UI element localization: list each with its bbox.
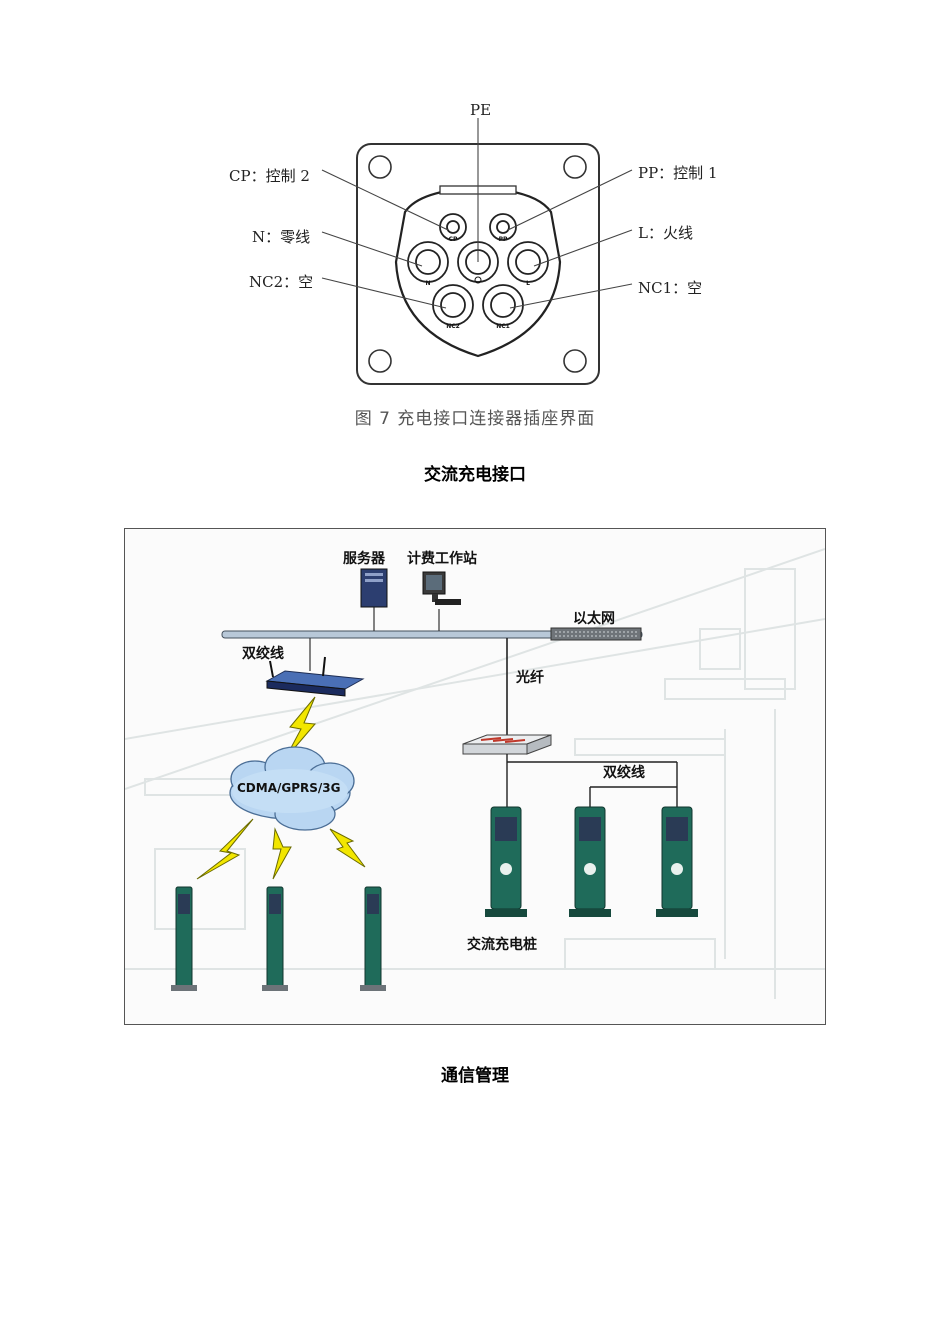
charging-pile-wireless — [171, 886, 197, 991]
figure-caption: 图 7 充电接口连接器插座界面 — [354, 409, 596, 429]
label-ethernet: 以太网 — [573, 611, 615, 627]
mount-hole — [563, 155, 587, 179]
label-fiber: 光纤 — [516, 670, 544, 686]
charging-pile-wired — [656, 806, 698, 917]
section-title-communication: 通信管理 — [441, 1066, 509, 1086]
label-cp: CP：控制 2 — [229, 167, 310, 185]
pin-mark-nc1: NC1 — [496, 323, 510, 330]
wireless-bolts — [196, 696, 366, 880]
connector-figure: CP PP N L NC2 NC1 PE CP：控制 2 PP：控制 1 N：零… — [0, 0, 950, 440]
twisted-pair-bus-right — [506, 754, 678, 807]
ethernet-bus — [221, 630, 643, 639]
ground-symbol — [474, 276, 482, 284]
label-workstation: 计费工作站 — [407, 551, 477, 567]
label-l: L：火线 — [638, 224, 693, 242]
charging-pile-wired — [569, 806, 611, 917]
label-nc1: NC1：空 — [638, 279, 703, 297]
network-diagram: 服务器 计费工作站 以太网 双绞线 光纤 CDMA/GPRS/3G 双绞线 交流… — [124, 528, 826, 1025]
network-drawing — [125, 548, 825, 999]
connector-drawing: CP PP N L NC2 NC1 — [321, 118, 633, 385]
router-icon — [265, 656, 365, 697]
label-twisted-pair-left: 双绞线 — [242, 646, 284, 662]
section-title-ac-interface: 交流充电接口 — [424, 465, 526, 485]
mount-hole — [368, 155, 392, 179]
pin-mark-n: N — [425, 280, 430, 287]
pin-mark-l: L — [526, 280, 530, 287]
charging-pile-wireless — [262, 886, 288, 991]
pin-mark-pp: PP — [499, 236, 508, 243]
workstation-icon — [422, 571, 461, 605]
label-ac-pile: 交流充电桩 — [467, 937, 537, 953]
cloud-icon — [229, 746, 355, 831]
label-pe: PE — [470, 101, 492, 119]
charging-pile-wireless — [360, 886, 386, 991]
background-circuit — [125, 548, 825, 999]
ethernet-switch — [550, 627, 642, 641]
label-nc2: NC2：空 — [249, 273, 314, 291]
label-n: N：零线 — [252, 228, 311, 246]
pin-mark-cp: CP — [449, 236, 458, 243]
charging-pile-wired — [485, 806, 527, 917]
mount-hole — [368, 349, 392, 373]
label-cloud: CDMA/GPRS/3G — [237, 781, 341, 795]
label-pp: PP：控制 1 — [638, 164, 718, 182]
fiber-switch-icon — [462, 734, 552, 755]
label-twisted-pair-right: 双绞线 — [603, 765, 645, 781]
server-icon — [360, 568, 388, 608]
mount-hole — [563, 349, 587, 373]
pin-mark-nc2: NC2 — [446, 323, 460, 330]
label-server: 服务器 — [343, 551, 385, 567]
